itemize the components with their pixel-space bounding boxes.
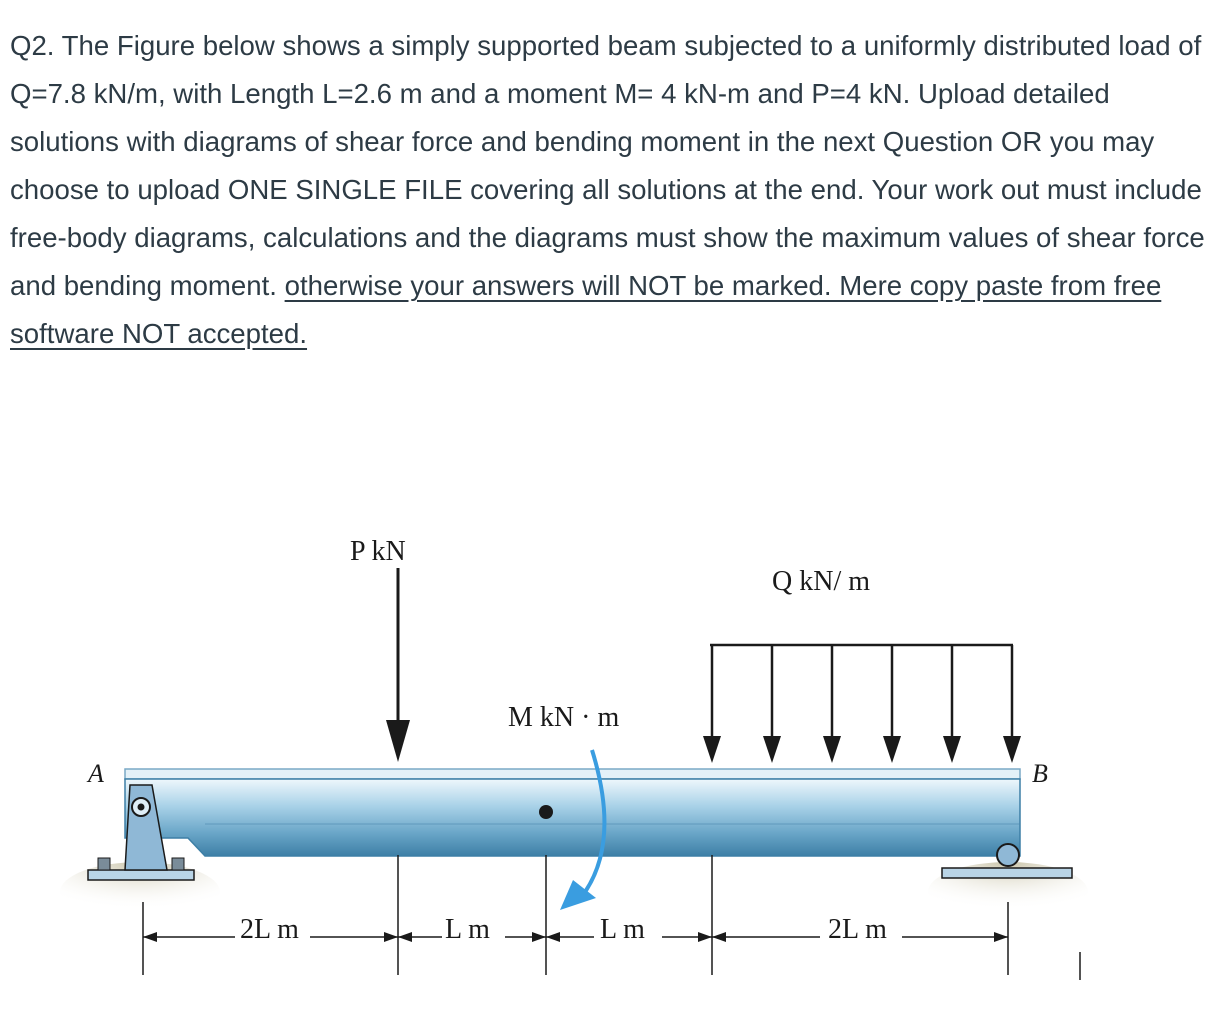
support-b-label: B — [1032, 759, 1048, 788]
dimension-label-3: L m — [600, 914, 645, 945]
question-body: Q2. The Figure below shows a simply supp… — [10, 30, 1205, 301]
moment-arrowhead — [560, 880, 596, 910]
support-b — [941, 843, 1073, 879]
dimension-arrowheads — [143, 932, 1008, 942]
beam — [124, 768, 1021, 857]
question-text: Q2. The Figure below shows a simply supp… — [10, 22, 1210, 358]
distributed-load — [710, 643, 1014, 740]
udl-label: Q kN/ m — [772, 566, 870, 597]
support-a — [87, 784, 195, 881]
support-a-label: A — [86, 759, 104, 788]
dimension-label-1: 2L m — [240, 914, 299, 945]
question-warning: otherwise your answers will NOT be marke… — [10, 270, 1162, 349]
point-load-label: P kN — [350, 536, 406, 567]
moment-point — [539, 805, 553, 819]
beam-figure: A B P kN Q kN/ m M kN · m — [60, 536, 1088, 980]
distributed-load-arrowheads — [703, 736, 1021, 763]
dimension-label-2: L m — [445, 914, 490, 945]
dimension-label-4: 2L m — [828, 914, 887, 945]
moment-label: M kN · m — [508, 702, 619, 733]
moment-arrow — [583, 749, 607, 894]
point-load-arrow — [386, 568, 410, 762]
